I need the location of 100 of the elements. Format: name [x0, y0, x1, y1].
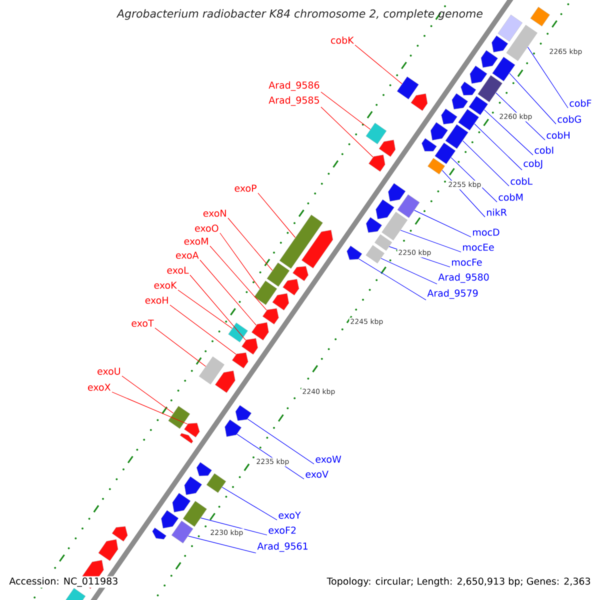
gene-pentagon	[301, 230, 334, 268]
gene-pentagon	[470, 66, 488, 84]
leader-line	[414, 210, 472, 238]
gene-pentagon	[224, 419, 242, 437]
gene-pentagon	[184, 422, 200, 438]
leader-line	[154, 328, 206, 367]
gene-label: exoK	[154, 282, 177, 289]
gene-pentagon	[441, 108, 458, 124]
gene-box	[498, 14, 523, 42]
leader-line	[509, 73, 556, 124]
gene-box	[397, 194, 420, 218]
gene-box	[279, 214, 323, 269]
gene-label: Arad_9586	[268, 81, 320, 91]
leader-line	[358, 258, 426, 300]
gene-box	[228, 322, 248, 342]
gene-pentagon	[366, 217, 382, 233]
gene-pentagon	[480, 50, 498, 68]
gene-box	[428, 158, 446, 174]
gene-label: exoO	[195, 224, 218, 232]
title: Agrobacterium radiobacter K84 chromosome 2, complete genome	[116, 9, 482, 20]
gene-label: cobI	[534, 146, 554, 154]
gene-box	[374, 234, 392, 251]
gene-label: exoA	[176, 252, 199, 259]
gene-label: Arad_9579	[427, 289, 478, 299]
gene-label: exoL	[167, 266, 189, 274]
leader-line	[200, 518, 268, 536]
gene-label: exoT	[132, 320, 154, 327]
gene-box	[458, 108, 480, 131]
gene-pentagon	[184, 476, 202, 496]
gene-pentagon	[235, 405, 252, 421]
gene-label: exoM	[184, 238, 208, 245]
gene-box	[492, 56, 516, 82]
genome-summary: Topology: circular; Length: 2,650,913 bp; Genes: 2,363	[326, 577, 590, 587]
gene-pentagon	[430, 122, 448, 140]
gene-box	[478, 75, 502, 102]
leader-line	[190, 274, 246, 340]
leader-line	[527, 46, 568, 108]
gene-pentagon	[98, 539, 118, 562]
gene-box	[254, 280, 278, 306]
leader-line	[380, 258, 438, 284]
gene-box	[206, 473, 226, 493]
gene-label: cobL	[510, 177, 533, 185]
gene-box	[530, 6, 550, 26]
gene-label: mocD	[473, 228, 500, 236]
gene-pentagon	[368, 154, 386, 172]
gene-pentagon	[452, 93, 468, 110]
gene-label: exoU	[98, 368, 120, 375]
gene-box	[182, 500, 207, 527]
leader-line	[462, 140, 510, 186]
gene-label: exoN	[203, 210, 226, 217]
gene-box	[366, 245, 384, 264]
gene-pentagon	[376, 199, 394, 220]
gene-box	[382, 212, 408, 240]
gene-pentagon	[292, 266, 308, 282]
leader-line	[400, 230, 462, 252]
gene-pentagon	[242, 338, 258, 355]
gene-pentagon	[196, 462, 212, 476]
leader-line	[484, 110, 534, 156]
gene-label: Arad_9580	[438, 273, 489, 283]
gene-box	[506, 24, 538, 62]
gene-pentagon	[172, 492, 191, 512]
gene-label: cobK	[331, 36, 354, 44]
leader-line	[122, 376, 174, 414]
gene-label: exoV	[306, 470, 328, 478]
leader-line	[210, 246, 267, 310]
gene-label: exoW	[316, 456, 342, 463]
gene-box	[366, 122, 387, 144]
gene-pentagon	[410, 93, 428, 111]
gene-box	[171, 520, 194, 544]
gene-box	[168, 406, 190, 429]
leader-line	[320, 92, 371, 130]
gene-label: Arad_9585	[268, 96, 319, 106]
gene-label: mocEe	[463, 244, 494, 251]
leader-line	[188, 536, 256, 554]
gene-label: exoP	[234, 184, 256, 192]
gene-pentagon	[214, 370, 236, 393]
gene-box	[468, 96, 488, 116]
leader-line	[228, 218, 273, 271]
gene-label: exoH	[145, 296, 168, 304]
leader-line	[258, 192, 296, 238]
gene-box	[396, 76, 419, 100]
gene-pentagon	[152, 528, 166, 540]
leader-line	[178, 290, 232, 329]
gene-label: exoY	[278, 512, 301, 519]
leader-line	[222, 486, 278, 520]
gene-pentagon	[112, 526, 128, 542]
leader-line	[200, 260, 257, 326]
gene-label: exoX	[88, 384, 110, 391]
gene-box	[64, 588, 86, 600]
leader-line	[354, 44, 402, 84]
gene-label: cobJ	[524, 160, 542, 169]
leader-line	[170, 304, 236, 355]
leader-line	[220, 232, 260, 289]
gene-pentagon	[262, 308, 279, 324]
leader-line	[247, 418, 314, 464]
gene-pentagon	[232, 352, 248, 368]
gene-label: exoF2	[268, 526, 296, 534]
gene-label: cobH	[546, 131, 570, 139]
gene-pentagon	[460, 82, 476, 96]
leader-line	[320, 106, 374, 158]
